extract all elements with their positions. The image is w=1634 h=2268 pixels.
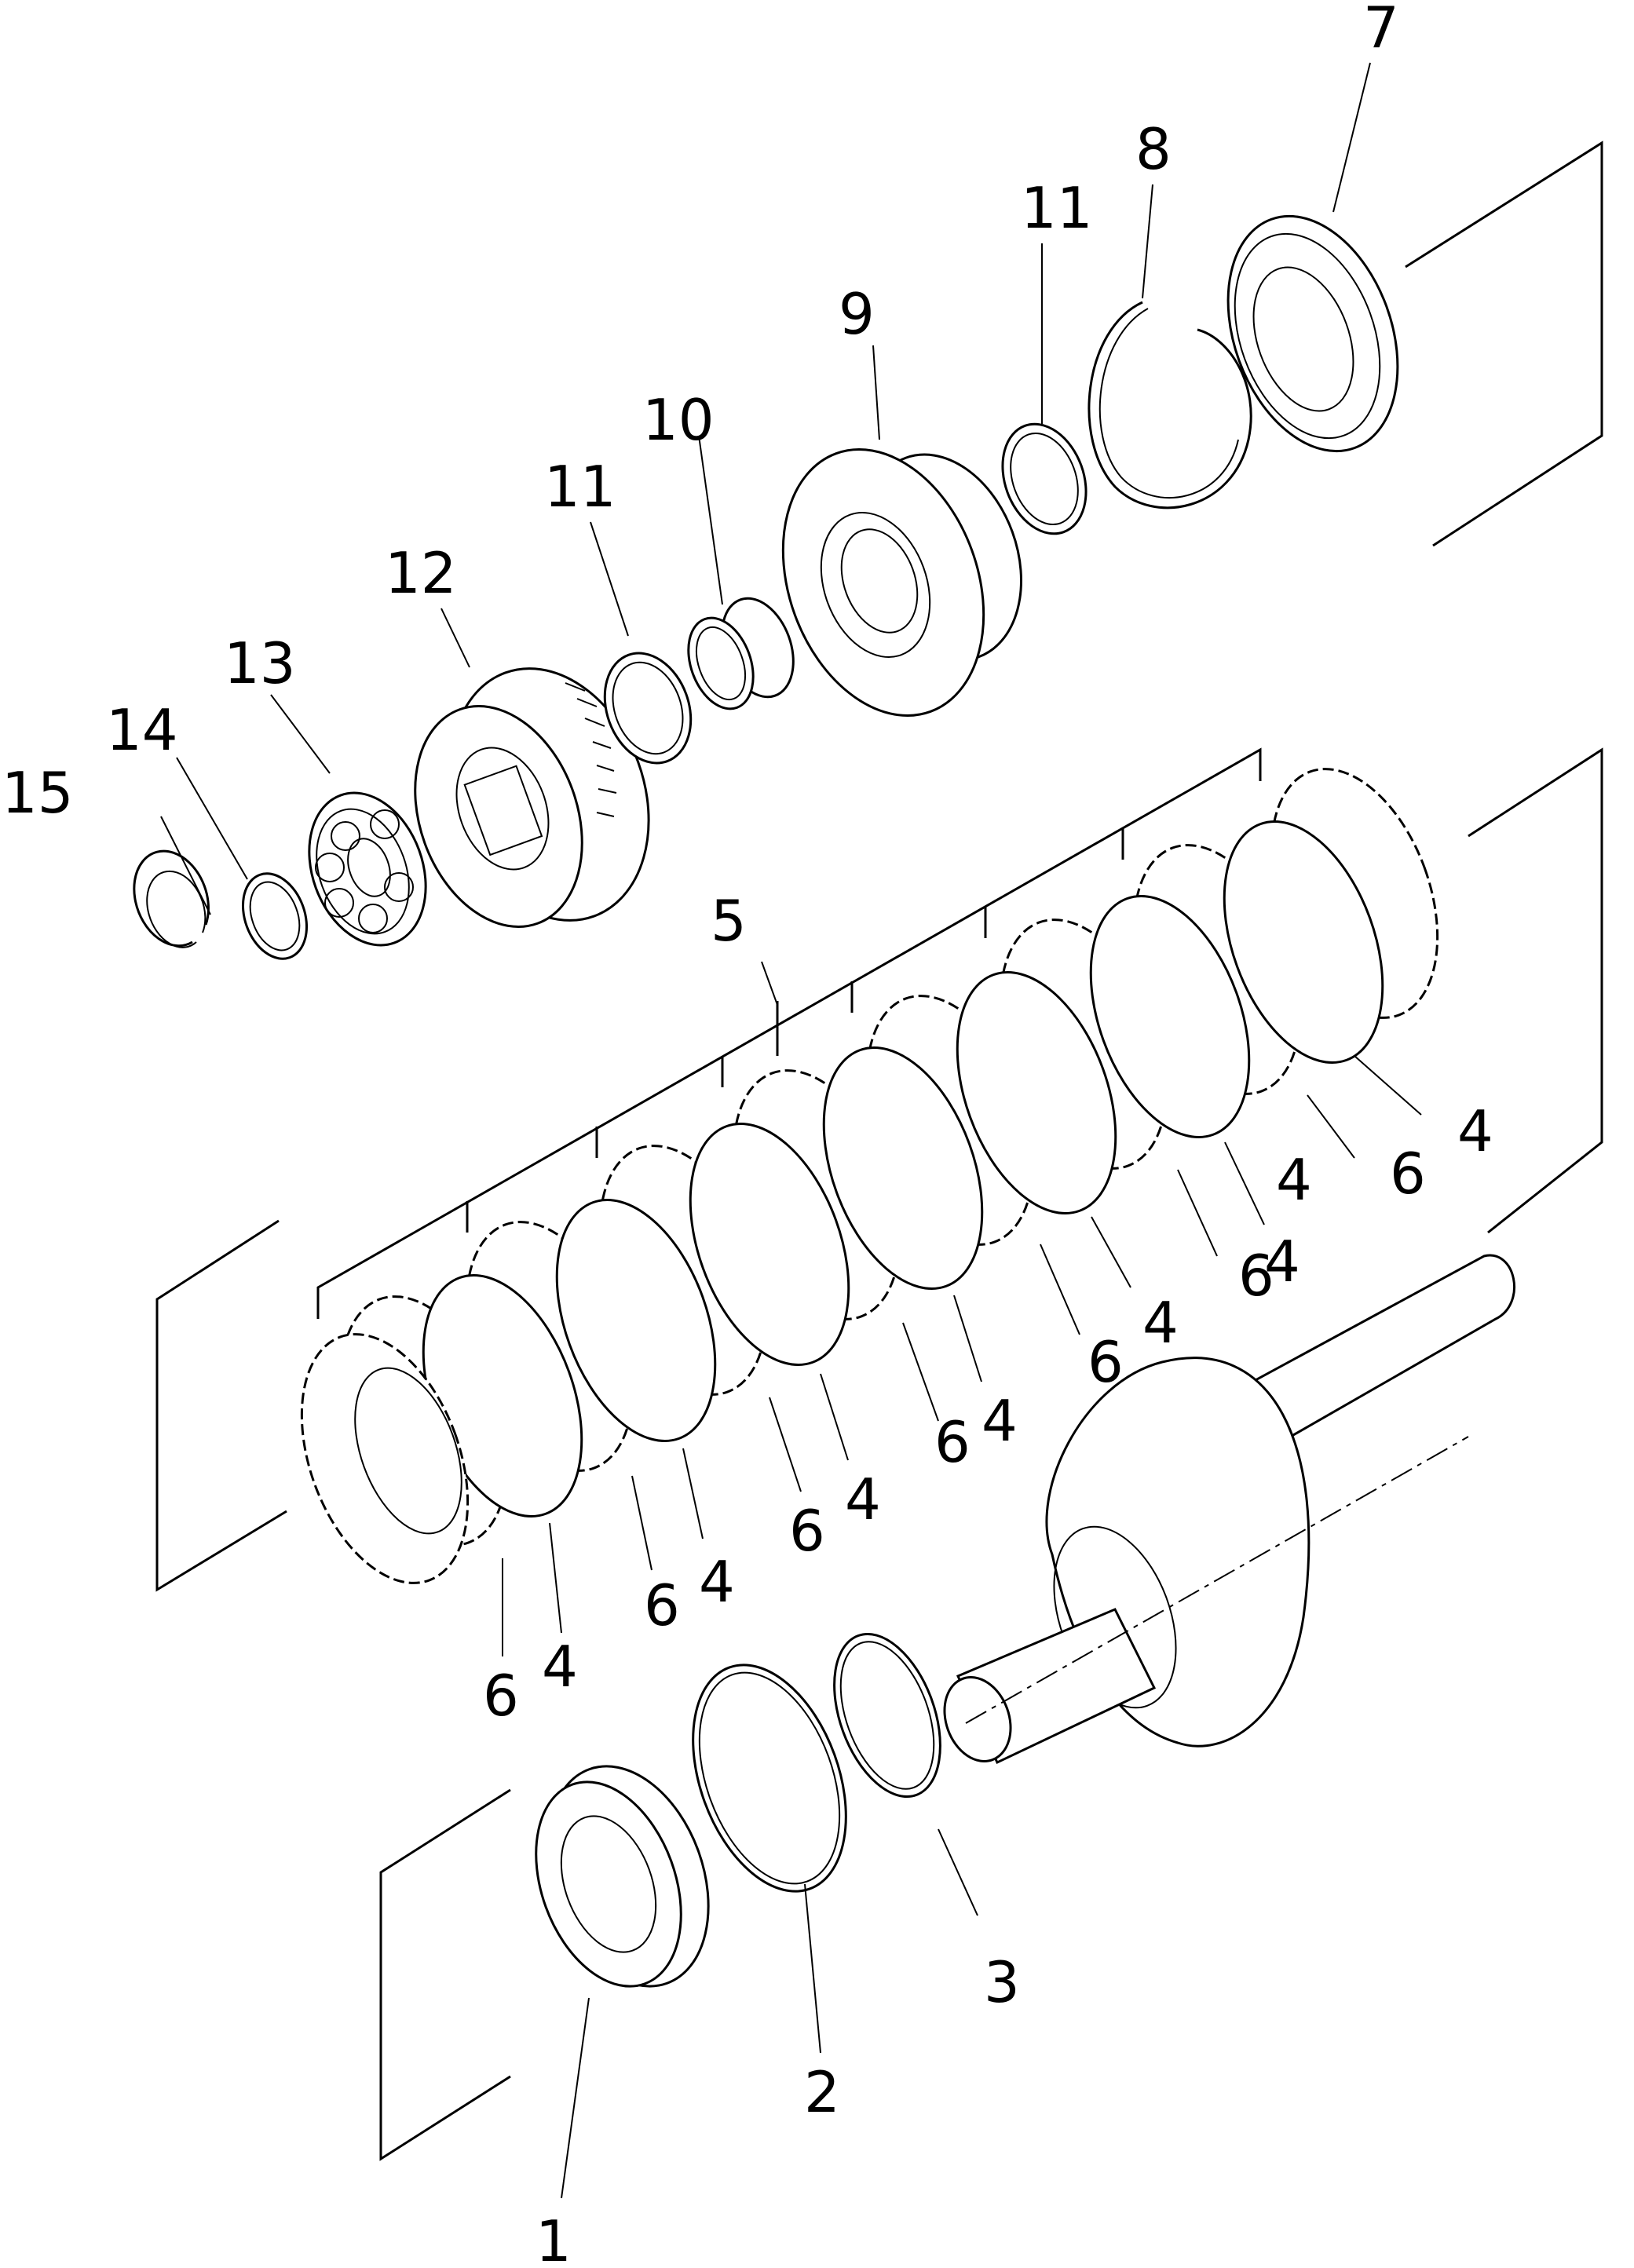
part-2-ring — [692, 1664, 847, 1893]
part-12-gear — [414, 667, 650, 928]
callout-4-d: 4 — [981, 1388, 1018, 1454]
callout-3: 3 — [984, 1949, 1020, 2015]
callout-6-c: 6 — [789, 1498, 825, 1564]
callout-4-a: 4 — [542, 1634, 578, 1700]
callout-6-a: 6 — [483, 1663, 519, 1729]
callout-4-b: 4 — [699, 1549, 735, 1615]
callout-11-a: 11 — [544, 454, 616, 520]
part-10-needle-bearing — [687, 597, 795, 710]
callout-12: 12 — [385, 540, 457, 606]
callout-4-f: 4 — [1264, 1229, 1300, 1295]
part-11-ring-left — [603, 652, 693, 765]
callout-5: 5 — [711, 888, 747, 954]
callout-labels: 1 2 3 4 4 4 4 4 4 4 4 5 6 6 6 6 6 6 6 7 … — [2, 0, 1493, 2268]
callout-4-c: 4 — [845, 1466, 881, 1532]
callout-13: 13 — [224, 630, 296, 696]
leader-lines — [160, 62, 1422, 2199]
callout-10: 10 — [642, 387, 715, 453]
callout-9: 9 — [839, 281, 875, 347]
callout-7: 7 — [1363, 0, 1399, 60]
part-7-bearing — [1226, 214, 1399, 453]
part-1-thrust-plate — [535, 1765, 710, 1988]
callout-4-h: 4 — [1457, 1098, 1493, 1164]
callout-6-b: 6 — [644, 1572, 680, 1638]
callout-4-g: 4 — [1276, 1147, 1312, 1213]
part-13-bearing — [308, 791, 427, 947]
callout-6-f: 6 — [1238, 1243, 1274, 1309]
part-11-ring-right — [1001, 422, 1088, 535]
callout-4-e: 4 — [1142, 1290, 1179, 1356]
part-14-ring — [241, 872, 309, 960]
clutch-pack — [300, 768, 1439, 1584]
callout-15: 15 — [2, 760, 74, 826]
callout-6-g: 6 — [1390, 1141, 1426, 1207]
callout-11-b: 11 — [1021, 175, 1093, 241]
callout-6-e: 6 — [1088, 1329, 1124, 1395]
part-9-gear — [781, 448, 1023, 717]
callout-1: 1 — [536, 2208, 572, 2268]
shaft-assembly — [943, 1254, 1515, 1765]
callout-6-d: 6 — [934, 1409, 971, 1475]
part-8-snap-ring — [1088, 301, 1252, 509]
callout-2: 2 — [804, 2059, 840, 2125]
part-15-snap-ring — [133, 849, 210, 948]
callout-8: 8 — [1135, 116, 1172, 182]
part-3-ring — [833, 1632, 941, 1799]
callout-14: 14 — [106, 697, 178, 763]
assembly-brackets — [155, 141, 1603, 2161]
